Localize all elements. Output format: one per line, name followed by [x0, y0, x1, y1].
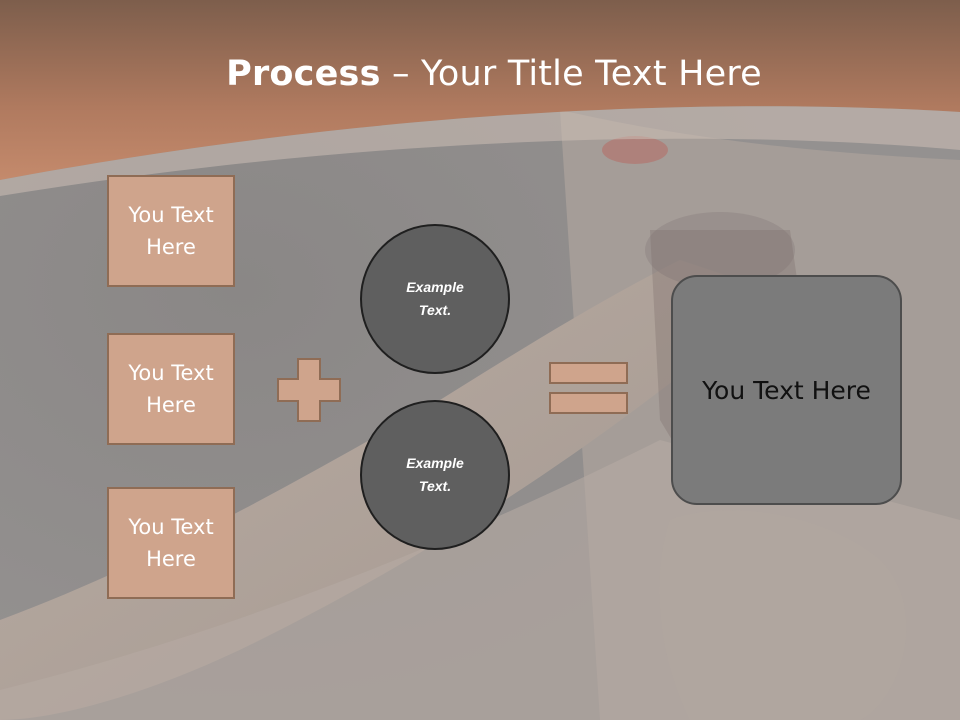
title-rest: – Your Title Text Here: [380, 54, 762, 94]
result-box-label: You Text Here: [702, 375, 871, 405]
text-box-2-label: You Text Here: [128, 361, 214, 417]
result-box[interactable]: You Text Here: [671, 275, 902, 505]
text-box-1[interactable]: You Text Here: [107, 175, 235, 287]
slide-title: Process – Your Title Text Here: [0, 52, 960, 96]
example-circle-1[interactable]: Example Text.: [360, 224, 510, 374]
text-box-1-label: You Text Here: [128, 203, 214, 259]
text-box-3[interactable]: You Text Here: [107, 487, 235, 599]
example-circle-2[interactable]: Example Text.: [360, 400, 510, 550]
title-bold: Process: [226, 54, 381, 94]
text-box-2[interactable]: You Text Here: [107, 333, 235, 445]
equals-icon: [549, 362, 628, 414]
plus-icon: [277, 358, 341, 422]
example-circle-1-label: Example Text.: [406, 279, 464, 318]
text-box-3-label: You Text Here: [128, 515, 214, 571]
example-circle-2-label: Example Text.: [406, 455, 464, 494]
